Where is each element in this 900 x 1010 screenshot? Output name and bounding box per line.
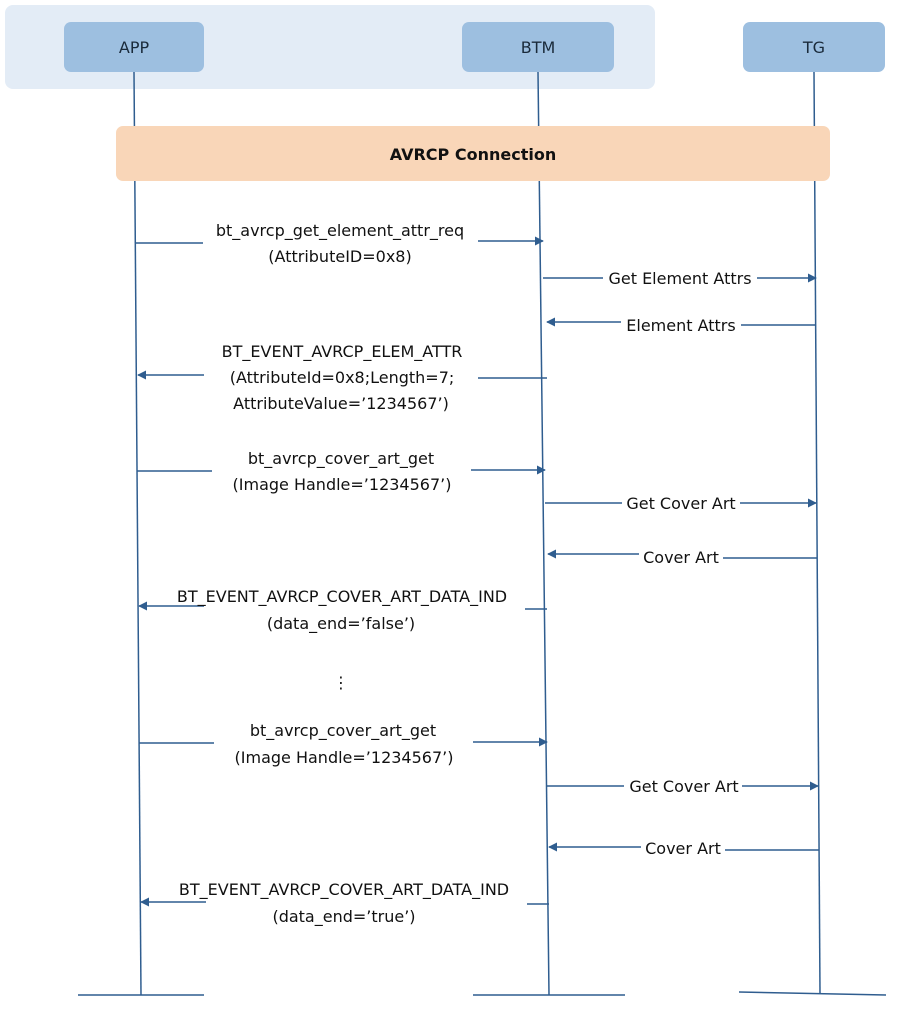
message-label: bt_avrcp_cover_art_get: [250, 721, 436, 741]
message-get-cover-art-2: Get Cover Art: [547, 777, 819, 796]
message-label: Get Cover Art: [629, 777, 738, 796]
message-cover-art-1: Cover Art: [547, 548, 817, 567]
message-get-cover-art-1: Get Cover Art: [545, 494, 817, 513]
message-get-element-attr-req: bt_avrcp_get_element_attr_req (Attribute…: [136, 221, 544, 266]
message-cover-art-data-ind-2: BT_EVENT_AVRCP_COVER_ART_DATA_IND (data_…: [140, 880, 549, 927]
message-label: (data_end=’false’): [267, 614, 415, 634]
connection-box: AVRCP Connection: [116, 126, 830, 181]
message-label: bt_avrcp_get_element_attr_req: [216, 221, 464, 241]
participant-btm: BTM: [462, 22, 614, 72]
message-cover-art-get-1: bt_avrcp_cover_art_get (Image Handle=’12…: [137, 449, 546, 494]
participant-tg-label: TG: [802, 38, 825, 57]
message-label: AttributeValue=’1234567’): [233, 394, 449, 413]
message-label: Get Cover Art: [626, 494, 735, 513]
message-element-attrs: Element Attrs: [546, 316, 816, 335]
message-get-element-attrs: Get Element Attrs: [543, 269, 817, 288]
message-label: Element Attrs: [626, 316, 735, 335]
message-label: (data_end=’true’): [272, 907, 415, 927]
message-label: (AttributeId=0x8;Length=7;: [230, 368, 455, 387]
message-label: Cover Art: [645, 839, 721, 858]
message-cover-art-data-ind-1: BT_EVENT_AVRCP_COVER_ART_DATA_IND (data_…: [138, 587, 547, 634]
message-cover-art-2: Cover Art: [548, 839, 819, 858]
participant-tg: TG: [743, 22, 885, 72]
lifeline-end-tg: [738, 991, 887, 996]
message-label: BT_EVENT_AVRCP_COVER_ART_DATA_IND: [177, 587, 507, 607]
message-cover-art-get-2: bt_avrcp_cover_art_get (Image Handle=’12…: [139, 721, 548, 767]
message-label: Cover Art: [643, 548, 719, 567]
message-label: Get Element Attrs: [608, 269, 751, 288]
lifeline-app: [133, 71, 142, 996]
message-label: (Image Handle=’1234567’): [235, 748, 454, 767]
message-label: bt_avrcp_cover_art_get: [248, 449, 434, 469]
message-elem-attr-event: BT_EVENT_AVRCP_ELEM_ATTR (AttributeId=0x…: [137, 342, 547, 413]
participant-app: APP: [64, 22, 204, 72]
connection-label: AVRCP Connection: [390, 145, 556, 164]
message-label: (AttributeID=0x8): [268, 247, 411, 266]
message-label: BT_EVENT_AVRCP_ELEM_ATTR: [222, 342, 463, 362]
participant-app-label: APP: [119, 38, 150, 57]
lifeline-btm: [537, 71, 550, 996]
lifeline-tg: [813, 71, 821, 994]
message-label: BT_EVENT_AVRCP_COVER_ART_DATA_IND: [179, 880, 509, 900]
participant-btm-label: BTM: [521, 38, 556, 57]
ellipsis: ⋮: [333, 673, 349, 692]
message-label: (Image Handle=’1234567’): [233, 475, 452, 494]
